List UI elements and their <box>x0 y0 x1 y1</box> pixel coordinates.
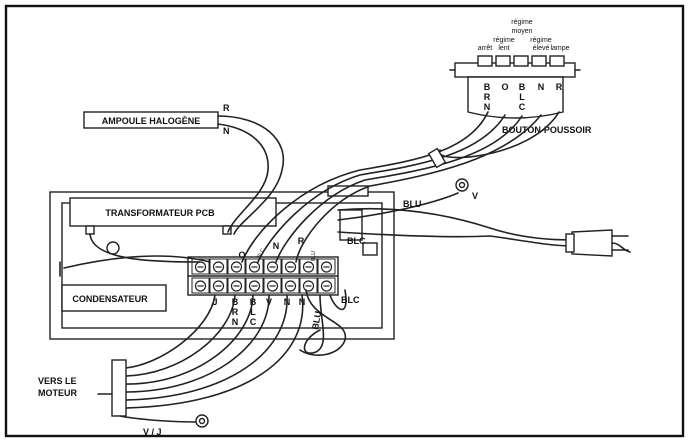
capacitor <box>61 284 167 312</box>
terminal-top-blu-small: BLU <box>311 251 317 261</box>
push-button-switch <box>449 55 581 119</box>
terminal-bottom-brn-l3: N <box>232 317 239 327</box>
terminal-block <box>187 256 339 296</box>
transformer-label: TRANSFORMATEUR PCB <box>105 208 215 218</box>
blu-loop-label: BLU <box>310 310 323 330</box>
halogen-lamp-label: AMPOULE HALOGÈNE <box>102 116 201 126</box>
terminal-bottom-blc-l3: C <box>250 317 257 327</box>
terminal-top-o: O <box>238 250 245 260</box>
switch-pos-2-line2: régime <box>493 37 515 44</box>
ground-v-label: V <box>472 191 478 201</box>
terminal-top-n: N <box>273 241 280 251</box>
halogen-lamp <box>83 111 219 129</box>
switch-pos-4-line2: régime <box>530 37 552 44</box>
terminal-bottom-brn-l1: B <box>232 297 239 307</box>
switch-pos-3-line1: régime <box>511 19 533 26</box>
capacitor-label: CONDENSATEUR <box>72 294 148 304</box>
switch-code-3-l1: B <box>519 82 526 92</box>
motor-ground-vj-label: V / J <box>143 427 162 437</box>
diagram-frame <box>4 4 685 438</box>
blc-right-label: BLC <box>347 236 366 246</box>
switch-code-5-l1: R <box>556 82 563 92</box>
switch-code-1-l1: B <box>484 82 491 92</box>
lamp-wire-r-label: R <box>223 103 230 113</box>
switch-code-3-l3: C <box>519 102 526 112</box>
terminal-bottom-brn-l2: R <box>232 307 239 317</box>
power-cord-blu-label: BLU <box>403 199 422 209</box>
blc-lower-label: BLC <box>341 295 360 305</box>
switch-pos-4-line3: élevé <box>533 45 550 52</box>
switch-code-1-l2: R <box>484 92 491 102</box>
terminal-bottom-blc-l2: L <box>250 307 256 317</box>
motor-label-line2: MOTEUR <box>38 388 77 398</box>
switch-pos-3-line2: moyen <box>511 28 532 35</box>
push-button-label: BOUTON-POUSSOIR <box>502 125 592 135</box>
switch-code-1-l3: N <box>484 102 491 112</box>
terminal-bottom-j: J <box>212 297 217 307</box>
switch-code-3-l2: L <box>519 92 525 102</box>
switch-code-2-l1: O <box>501 82 508 92</box>
terminal-bottom-blc-l1: B <box>250 297 257 307</box>
switch-pos-5-line3: lampe <box>550 45 569 52</box>
switch-pos-2-line3: lent <box>498 45 509 52</box>
terminal-top-blc-small: BLC <box>256 247 266 259</box>
switch-pos-1-line3: arrêt <box>478 45 492 52</box>
power-plug <box>565 229 631 257</box>
switch-code-4-l1: N <box>538 82 545 92</box>
terminal-top-r: R <box>298 236 305 246</box>
wires <box>59 111 573 428</box>
lamp-wire-n-label: N <box>223 126 230 136</box>
motor-label-line1: VERS LE <box>38 376 77 386</box>
